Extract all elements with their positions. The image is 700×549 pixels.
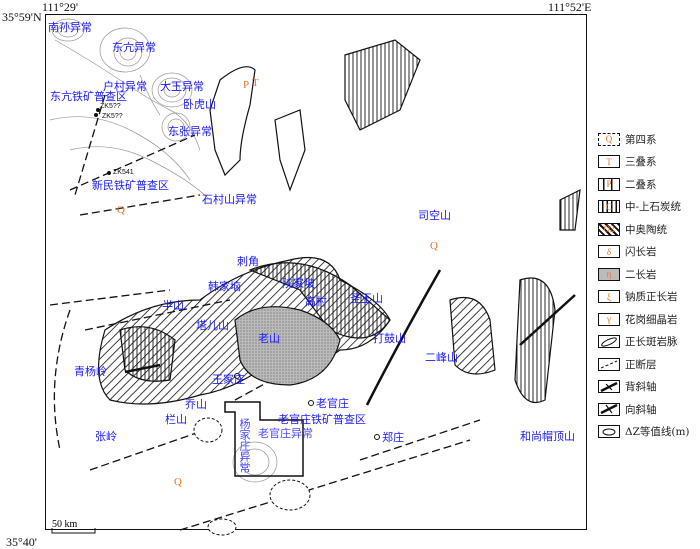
label-lanshan: 栏山	[165, 413, 187, 426]
drill-hole-label: ZK5??	[100, 103, 121, 110]
label-wohushan: 卧虎山	[183, 98, 216, 111]
legend-item-normal-fault: 正断层	[598, 353, 700, 376]
label-wangjiazhuang: 王家庄	[212, 373, 245, 386]
label-laoguanzhuang: 老官庄	[316, 397, 349, 410]
legend-item-porphyry-dike: 正长斑岩脉	[598, 331, 700, 354]
legend-label: 中奥陶统	[625, 223, 667, 236]
map-frame	[45, 14, 587, 530]
legend-item-carboniferous: C 中-上石炭统	[598, 196, 700, 219]
triassic-swatch: T	[598, 155, 620, 169]
legend-label: 花岗细晶岩	[625, 313, 678, 326]
diorite-swatch: δ	[598, 245, 620, 259]
legend-item-contour: ΔZ等值线(m)	[598, 421, 700, 444]
contour-lines	[49, 18, 278, 483]
anticline-icon	[598, 380, 620, 394]
monzonite-swatch: η	[598, 267, 620, 281]
aplite-swatch: γ	[598, 312, 620, 326]
symbol-P: P	[243, 79, 250, 91]
diorite-bodies	[193, 417, 311, 536]
north-outcrops	[209, 39, 581, 231]
label-xinmin-area: 新民铁矿普查区	[92, 179, 169, 192]
legend-item-diorite: δ 闪长岩	[598, 241, 700, 264]
label-yangjiazhuang-anomaly: 杨家庄异常	[238, 418, 251, 473]
laoguanzhuang-box	[224, 401, 304, 477]
quaternary-swatch: Q	[598, 132, 620, 146]
label-laoguanzhuang-anomaly: 老官庄异常	[258, 427, 313, 440]
label-nansun-anomaly: 南孙异常	[48, 21, 92, 34]
drill-hole-markers	[94, 108, 111, 175]
ordovician-swatch: O2	[598, 222, 620, 236]
label-dongkang-area: 东亢铁矿普查区	[50, 90, 127, 103]
legend-label: 正断层	[625, 358, 657, 371]
label-hucun-anomaly: 户村异常	[103, 80, 147, 93]
symbol-T: T	[252, 77, 259, 89]
lon-right: 111°52'E	[548, 0, 592, 14]
legend-label: 二叠系	[625, 178, 657, 191]
legend-label: 中-上石炭统	[625, 201, 682, 214]
legend-label: 三叠系	[625, 156, 657, 169]
label-dawang-anomaly: 大王异常	[160, 80, 204, 93]
central-outcrops	[97, 256, 556, 405]
drill-hole-label: ZK541	[113, 169, 134, 176]
label-zhangling: 张岭	[95, 430, 117, 443]
label-sikongshan: 司空山	[418, 209, 451, 222]
syenite-swatch: ξ	[598, 290, 620, 304]
legend-item-permian: P 二叠系	[598, 173, 700, 196]
permian-swatch: P	[598, 177, 620, 191]
label-shanjiapo: 陕家坡	[282, 277, 315, 290]
legend-label: 二长岩	[625, 268, 657, 281]
label-dagushan: 打鼓山	[373, 332, 406, 345]
label-laoguanzhuang-area: 老官庄铁矿普查区	[278, 413, 366, 426]
carboniferous-swatch: C	[598, 200, 620, 214]
drill-hole-label: ZK5??	[102, 113, 123, 120]
legend-item-anticline: 背斜轴	[598, 376, 700, 399]
label-zhengzhuang: 郑庄	[382, 431, 404, 444]
legend-label: 钠质正长岩	[625, 291, 678, 304]
label-heshangmaodingshan: 和尚帽顶山	[520, 430, 575, 443]
lat-top: 35°59'N	[2, 10, 42, 24]
legend-label: 第四系	[625, 133, 657, 146]
label-qiaoshan: 乔山	[185, 398, 207, 411]
lat-bottom: 35°40'	[6, 535, 37, 549]
label-taershan: 塔儿山	[196, 319, 229, 332]
legend-label: 闪长岩	[625, 246, 657, 259]
symbol-Q: Q	[174, 476, 182, 488]
lon-left: 111°29'	[42, 0, 79, 14]
label-gaocun: 高村	[305, 295, 327, 308]
normal-fault-icon	[598, 357, 620, 371]
label-shicunshan-anomaly: 石村山异常	[202, 193, 257, 206]
label-banshan: 半山	[162, 299, 184, 312]
legend-item-triassic: T 三叠系	[598, 151, 700, 174]
scale-label: 50 km	[52, 519, 78, 530]
legend-item-aplite: γ 花岗细晶岩	[598, 308, 700, 331]
legend-item-monzonite: η 二长岩	[598, 263, 700, 286]
legend-item-ordovician: O2 中奥陶统	[598, 218, 700, 241]
legend-label: 背斜轴	[625, 381, 657, 394]
label-cijiao: 刺角	[237, 255, 259, 268]
symbol-Q: Q	[117, 204, 125, 216]
syncline-icon	[598, 402, 620, 416]
legend-label: 正长斑岩脉	[625, 336, 678, 349]
contour-icon	[598, 425, 620, 439]
village-markers	[234, 373, 380, 440]
legend-label: ΔZ等值线(m)	[625, 426, 690, 439]
label-erfengshan: 二峰山	[425, 351, 458, 364]
label-qingyangling: 青杨岭	[74, 365, 107, 378]
label-dongzhang-anomaly: 东张异常	[168, 125, 212, 138]
legend-item-syenite: ξ 钠质正长岩	[598, 286, 700, 309]
label-laoshan: 老山	[258, 332, 280, 345]
legend-item-quaternary: Q 第四系	[598, 128, 700, 151]
label-hanjianao: 韩家垴	[208, 280, 241, 293]
label-dongkang-anomaly: 东亢异常	[112, 41, 156, 54]
legend-label: 向斜轴	[625, 403, 657, 416]
symbol-Q: Q	[430, 240, 438, 252]
scale-bar	[51, 528, 96, 534]
label-shengwangshan: 圣王山	[350, 292, 383, 305]
dike-icon	[598, 335, 620, 349]
legend-item-syncline: 向斜轴	[598, 398, 700, 421]
